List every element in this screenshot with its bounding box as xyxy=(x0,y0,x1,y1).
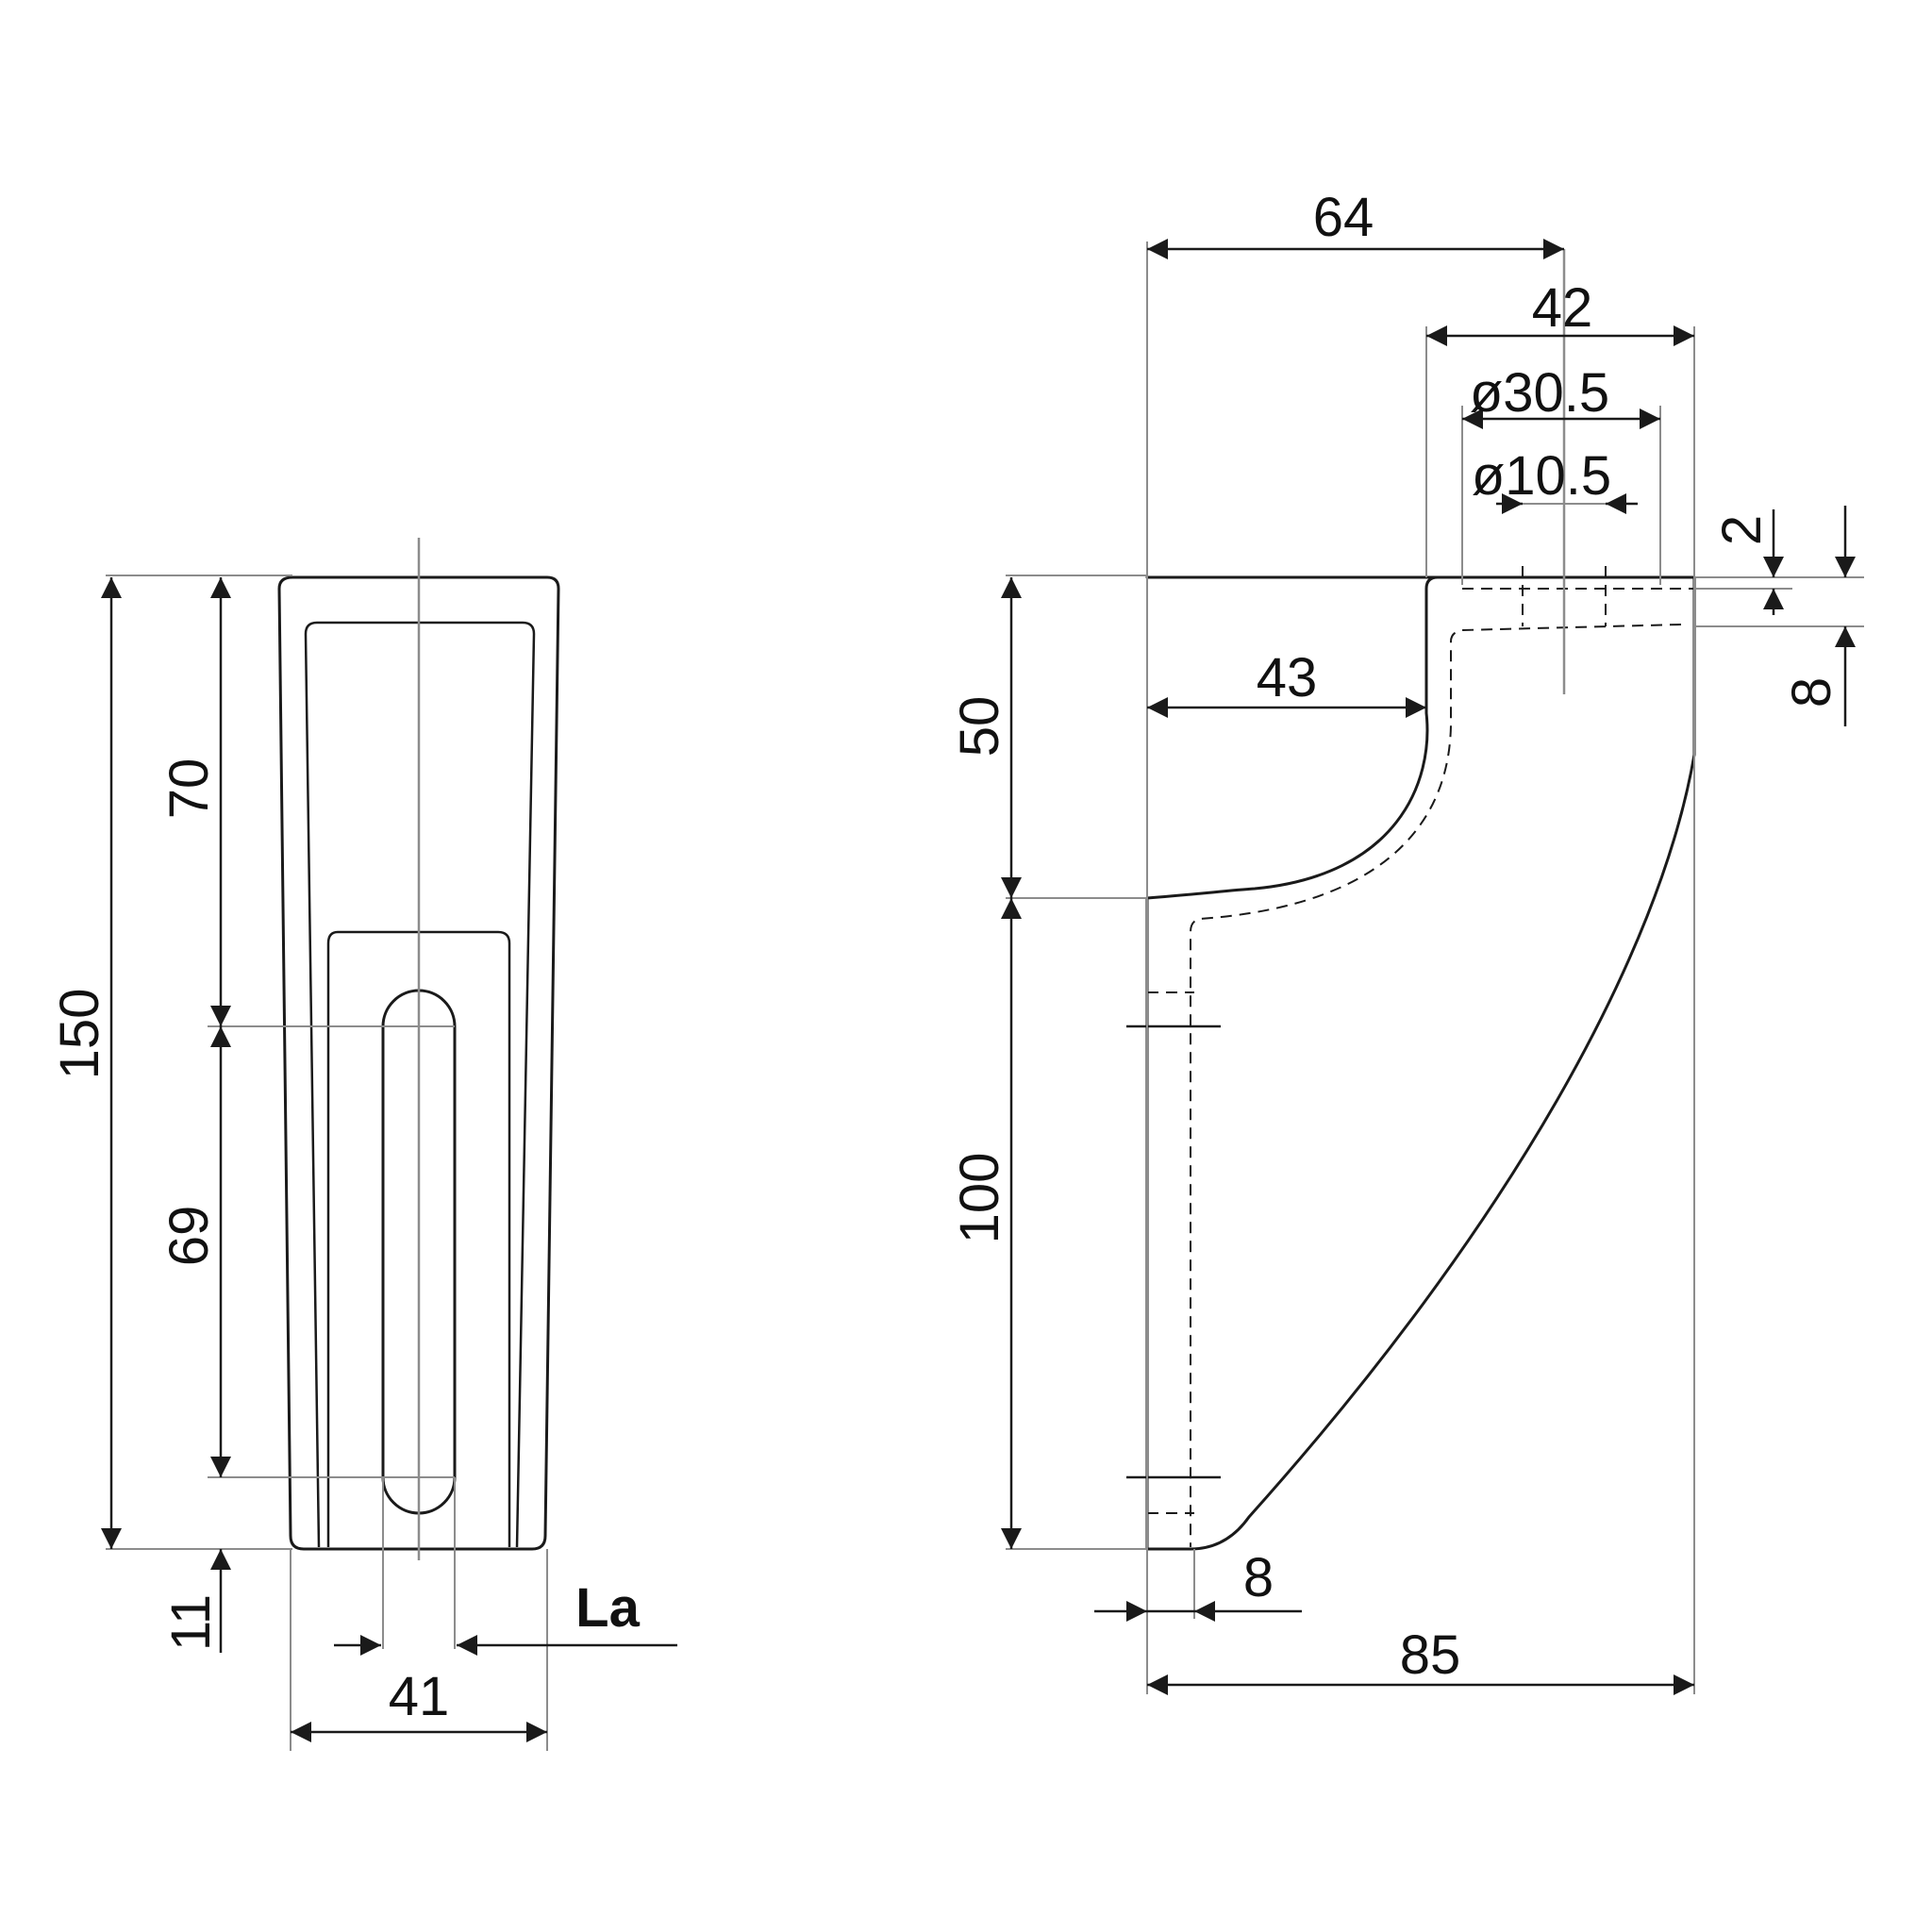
front-upper-recess-left xyxy=(304,621,321,1548)
dim-label-d10: ø10.5 xyxy=(1472,445,1611,507)
side-hidden-inner xyxy=(1190,624,1682,1547)
dim-label-100: 100 xyxy=(949,1153,1010,1244)
dim-label-50: 50 xyxy=(949,696,1010,758)
dim-label-la: La xyxy=(575,1577,640,1639)
dim-label-69: 69 xyxy=(158,1206,220,1267)
side-body-outline xyxy=(1145,575,1696,1551)
front-upper-recess xyxy=(317,621,536,1548)
dim-label-43: 43 xyxy=(1257,647,1318,708)
dim-label-d30: ø30.5 xyxy=(1470,362,1609,424)
front-lower-recess xyxy=(338,930,511,1547)
front-lower-recess-left xyxy=(326,930,339,1547)
side-view: 64 42 ø30.5 ø10.5 2 8 43 50 100 8 xyxy=(949,187,1864,1695)
front-view: 150 70 69 11 La 41 xyxy=(49,538,677,1751)
dim-label-42: 42 xyxy=(1532,277,1593,339)
dim-label-8-bottom: 8 xyxy=(1243,1547,1274,1608)
dim-label-2: 2 xyxy=(1711,515,1773,545)
dim-label-41: 41 xyxy=(389,1666,450,1727)
dim-label-11: 11 xyxy=(160,1594,222,1651)
dim-label-85: 85 xyxy=(1400,1624,1461,1686)
dim-label-8-top: 8 xyxy=(1781,677,1842,708)
dim-label-150: 150 xyxy=(49,989,110,1080)
dim-label-70: 70 xyxy=(158,758,220,820)
front-body-outline xyxy=(277,575,560,1551)
dim-label-64: 64 xyxy=(1313,187,1374,248)
